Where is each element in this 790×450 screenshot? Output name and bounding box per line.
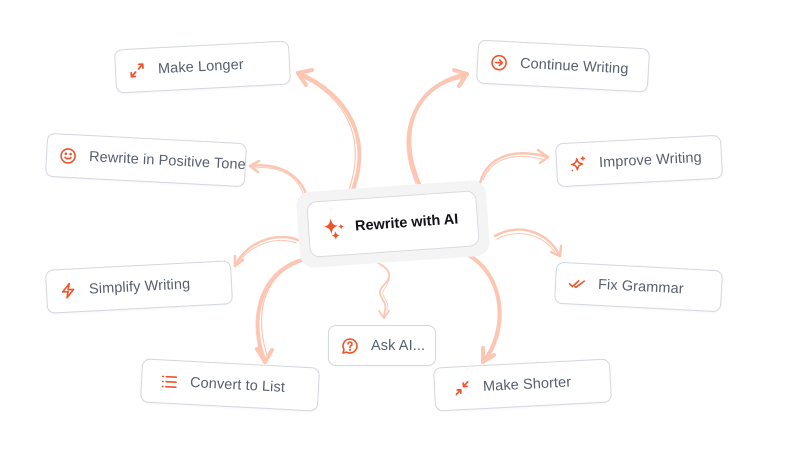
double-check-icon <box>568 274 587 293</box>
collapse-arrows-icon <box>453 379 472 398</box>
arrow-to-convert-to-list <box>255 258 304 364</box>
improve-writing-button[interactable]: Improve Writing <box>554 134 724 188</box>
arrow-to-simplify-writing <box>233 235 300 268</box>
arrow-to-fix-grammar <box>493 228 563 258</box>
expand-arrows-icon <box>128 61 147 80</box>
action-label: Continue Writing <box>519 55 629 78</box>
circle-arrow-right-icon <box>490 53 509 72</box>
action-label: Improve Writing <box>598 149 703 172</box>
sparkles-icon <box>320 214 348 242</box>
action-label: Ask AI... <box>371 337 426 354</box>
action-label: Simplify Writing <box>88 276 191 298</box>
action-label: Make Shorter <box>482 374 572 396</box>
list-icon <box>160 372 179 391</box>
lightning-icon <box>59 281 78 300</box>
arrow-to-ask-ai <box>377 262 391 319</box>
make-longer-button[interactable]: Make Longer <box>113 40 292 94</box>
simplify-writing-button[interactable]: Simplify Writing <box>44 260 234 314</box>
action-label: Rewrite in Positive Tone <box>88 149 247 174</box>
sparkle-icon <box>569 155 588 174</box>
ask-ai-button[interactable]: Ask AI... <box>328 325 436 366</box>
convert-to-list-button[interactable]: Convert to List <box>139 358 321 412</box>
question-bubble-icon <box>341 337 359 355</box>
arrow-to-make-shorter <box>460 250 502 364</box>
rewrite-with-ai-button[interactable]: Rewrite with AI <box>306 190 480 258</box>
action-label: Make Longer <box>157 56 245 78</box>
arrow-to-continue-writing <box>406 68 469 188</box>
fix-grammar-button[interactable]: Fix Grammar <box>554 261 723 313</box>
action-label: Fix Grammar <box>597 276 685 298</box>
rewrite-positive-tone-button[interactable]: Rewrite in Positive Tone <box>44 132 248 188</box>
make-shorter-button[interactable]: Make Shorter <box>432 358 613 412</box>
smiley-icon <box>59 146 78 165</box>
arrow-to-make-longer <box>296 68 362 194</box>
action-label: Convert to List <box>189 374 286 396</box>
continue-writing-button[interactable]: Continue Writing <box>475 39 651 93</box>
arrow-to-improve-writing <box>478 148 550 185</box>
center-label: Rewrite with AI <box>354 211 459 235</box>
